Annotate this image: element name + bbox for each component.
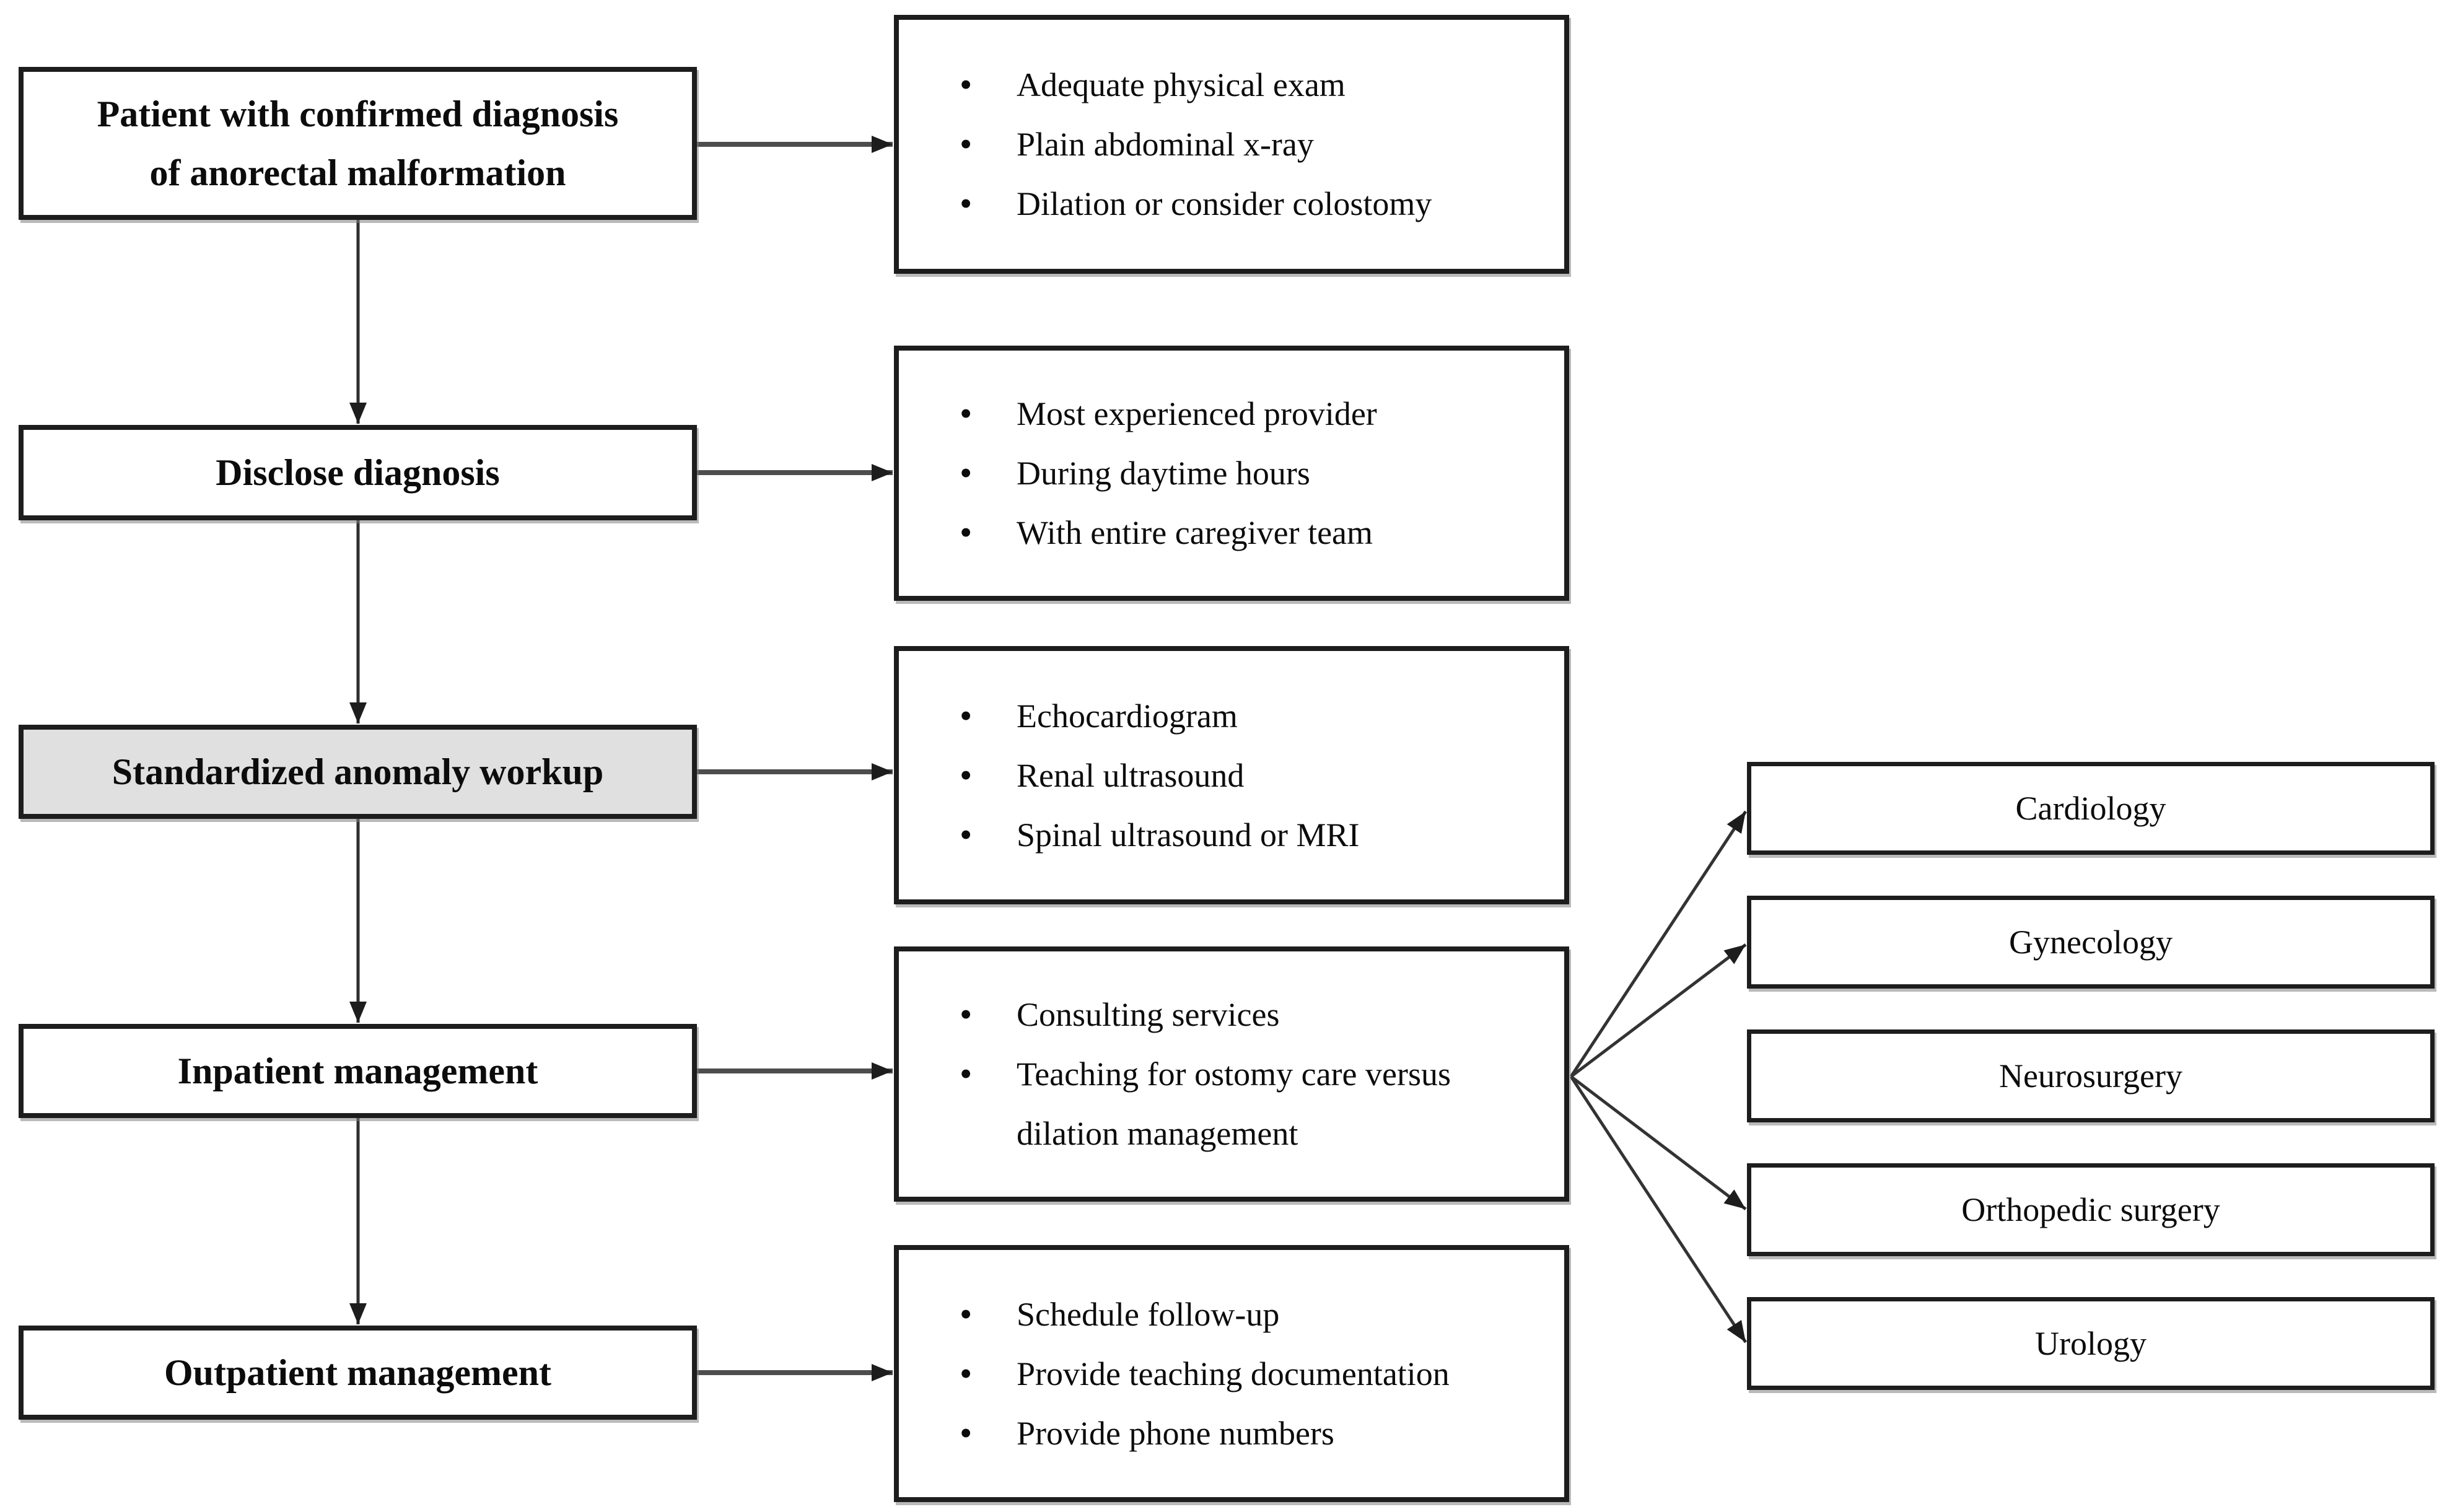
fan-arrow-orthopedic-surgery (1570, 1075, 1747, 1210)
specialty-box-neurosurgery: Neurosurgery (1747, 1029, 2435, 1122)
stage-box-patient-diagnosis: Patient with confirmed diagnosis of anor… (19, 67, 697, 220)
fan-arrow-urology (1569, 1075, 1748, 1344)
detail-list: Most experienced provider During daytime… (899, 384, 1564, 562)
specialty-box-cardiology: Cardiology (1747, 762, 2435, 855)
detail-item: Adequate physical exam (948, 55, 1546, 115)
stage-box-disclose-diagnosis: Disclose diagnosis (19, 425, 697, 520)
detail-list: Consulting services Teaching for ostomy … (899, 985, 1564, 1163)
detail-item: Dilation or consider colostomy (948, 174, 1546, 234)
detail-item: Most experienced provider (948, 384, 1546, 444)
detail-item: During daytime hours (948, 444, 1546, 503)
stage-label: Inpatient management (177, 1050, 538, 1091)
detail-list: Schedule follow-up Provide teaching docu… (899, 1285, 1564, 1463)
specialty-box-urology: Urology (1747, 1297, 2435, 1390)
detail-item: Provide phone numbers (948, 1404, 1546, 1463)
detail-item: Consulting services (948, 985, 1546, 1044)
specialty-label: Orthopedic surgery (1961, 1191, 2220, 1228)
specialty-box-gynecology: Gynecology (1747, 896, 2435, 989)
detail-box-patient-diagnosis: Adequate physical exam Plain abdominal x… (894, 15, 1569, 274)
detail-box-disclose-diagnosis: Most experienced provider During daytime… (894, 346, 1569, 601)
detail-box-outpatient-management: Schedule follow-up Provide teaching docu… (894, 1245, 1569, 1502)
stage-label: Standardized anomaly workup (112, 751, 604, 792)
specialty-label: Urology (2035, 1325, 2147, 1362)
specialty-box-orthopedic-surgery: Orthopedic surgery (1747, 1163, 2435, 1256)
stage-box-outpatient-management: Outpatient management (19, 1326, 697, 1420)
detail-item: Schedule follow-up (948, 1285, 1546, 1344)
specialty-label: Neurosurgery (1999, 1057, 2182, 1095)
stage-label: of anorectal malformation (149, 152, 566, 193)
detail-item: Echocardiogram (948, 686, 1546, 746)
detail-item: Plain abdominal x-ray (948, 115, 1546, 174)
detail-item: Spinal ultrasound or MRI (948, 805, 1546, 865)
stage-label: Outpatient management (164, 1352, 551, 1393)
detail-item: Teaching for ostomy care versus dilation… (948, 1044, 1546, 1163)
fan-arrow-cardiology (1569, 810, 1748, 1078)
specialty-label: Gynecology (2009, 924, 2173, 961)
fan-arrow-gynecology (1570, 943, 1747, 1078)
stage-label: Patient with confirmed diagnosis (97, 93, 619, 134)
specialty-label: Cardiology (2015, 790, 2166, 827)
detail-box-inpatient-management: Consulting services Teaching for ostomy … (894, 946, 1569, 1202)
stage-label: Disclose diagnosis (216, 452, 500, 493)
detail-item: Renal ultrasound (948, 746, 1546, 805)
detail-list: Adequate physical exam Plain abdominal x… (899, 55, 1564, 234)
stage-box-inpatient-management: Inpatient management (19, 1024, 697, 1118)
detail-list: Echocardiogram Renal ultrasound Spinal u… (899, 686, 1564, 865)
detail-item: With entire caregiver team (948, 503, 1546, 562)
detail-item: Provide teaching documentation (948, 1344, 1546, 1404)
detail-box-anomaly-workup: Echocardiogram Renal ultrasound Spinal u… (894, 646, 1569, 904)
stage-box-anomaly-workup: Standardized anomaly workup (19, 725, 697, 819)
